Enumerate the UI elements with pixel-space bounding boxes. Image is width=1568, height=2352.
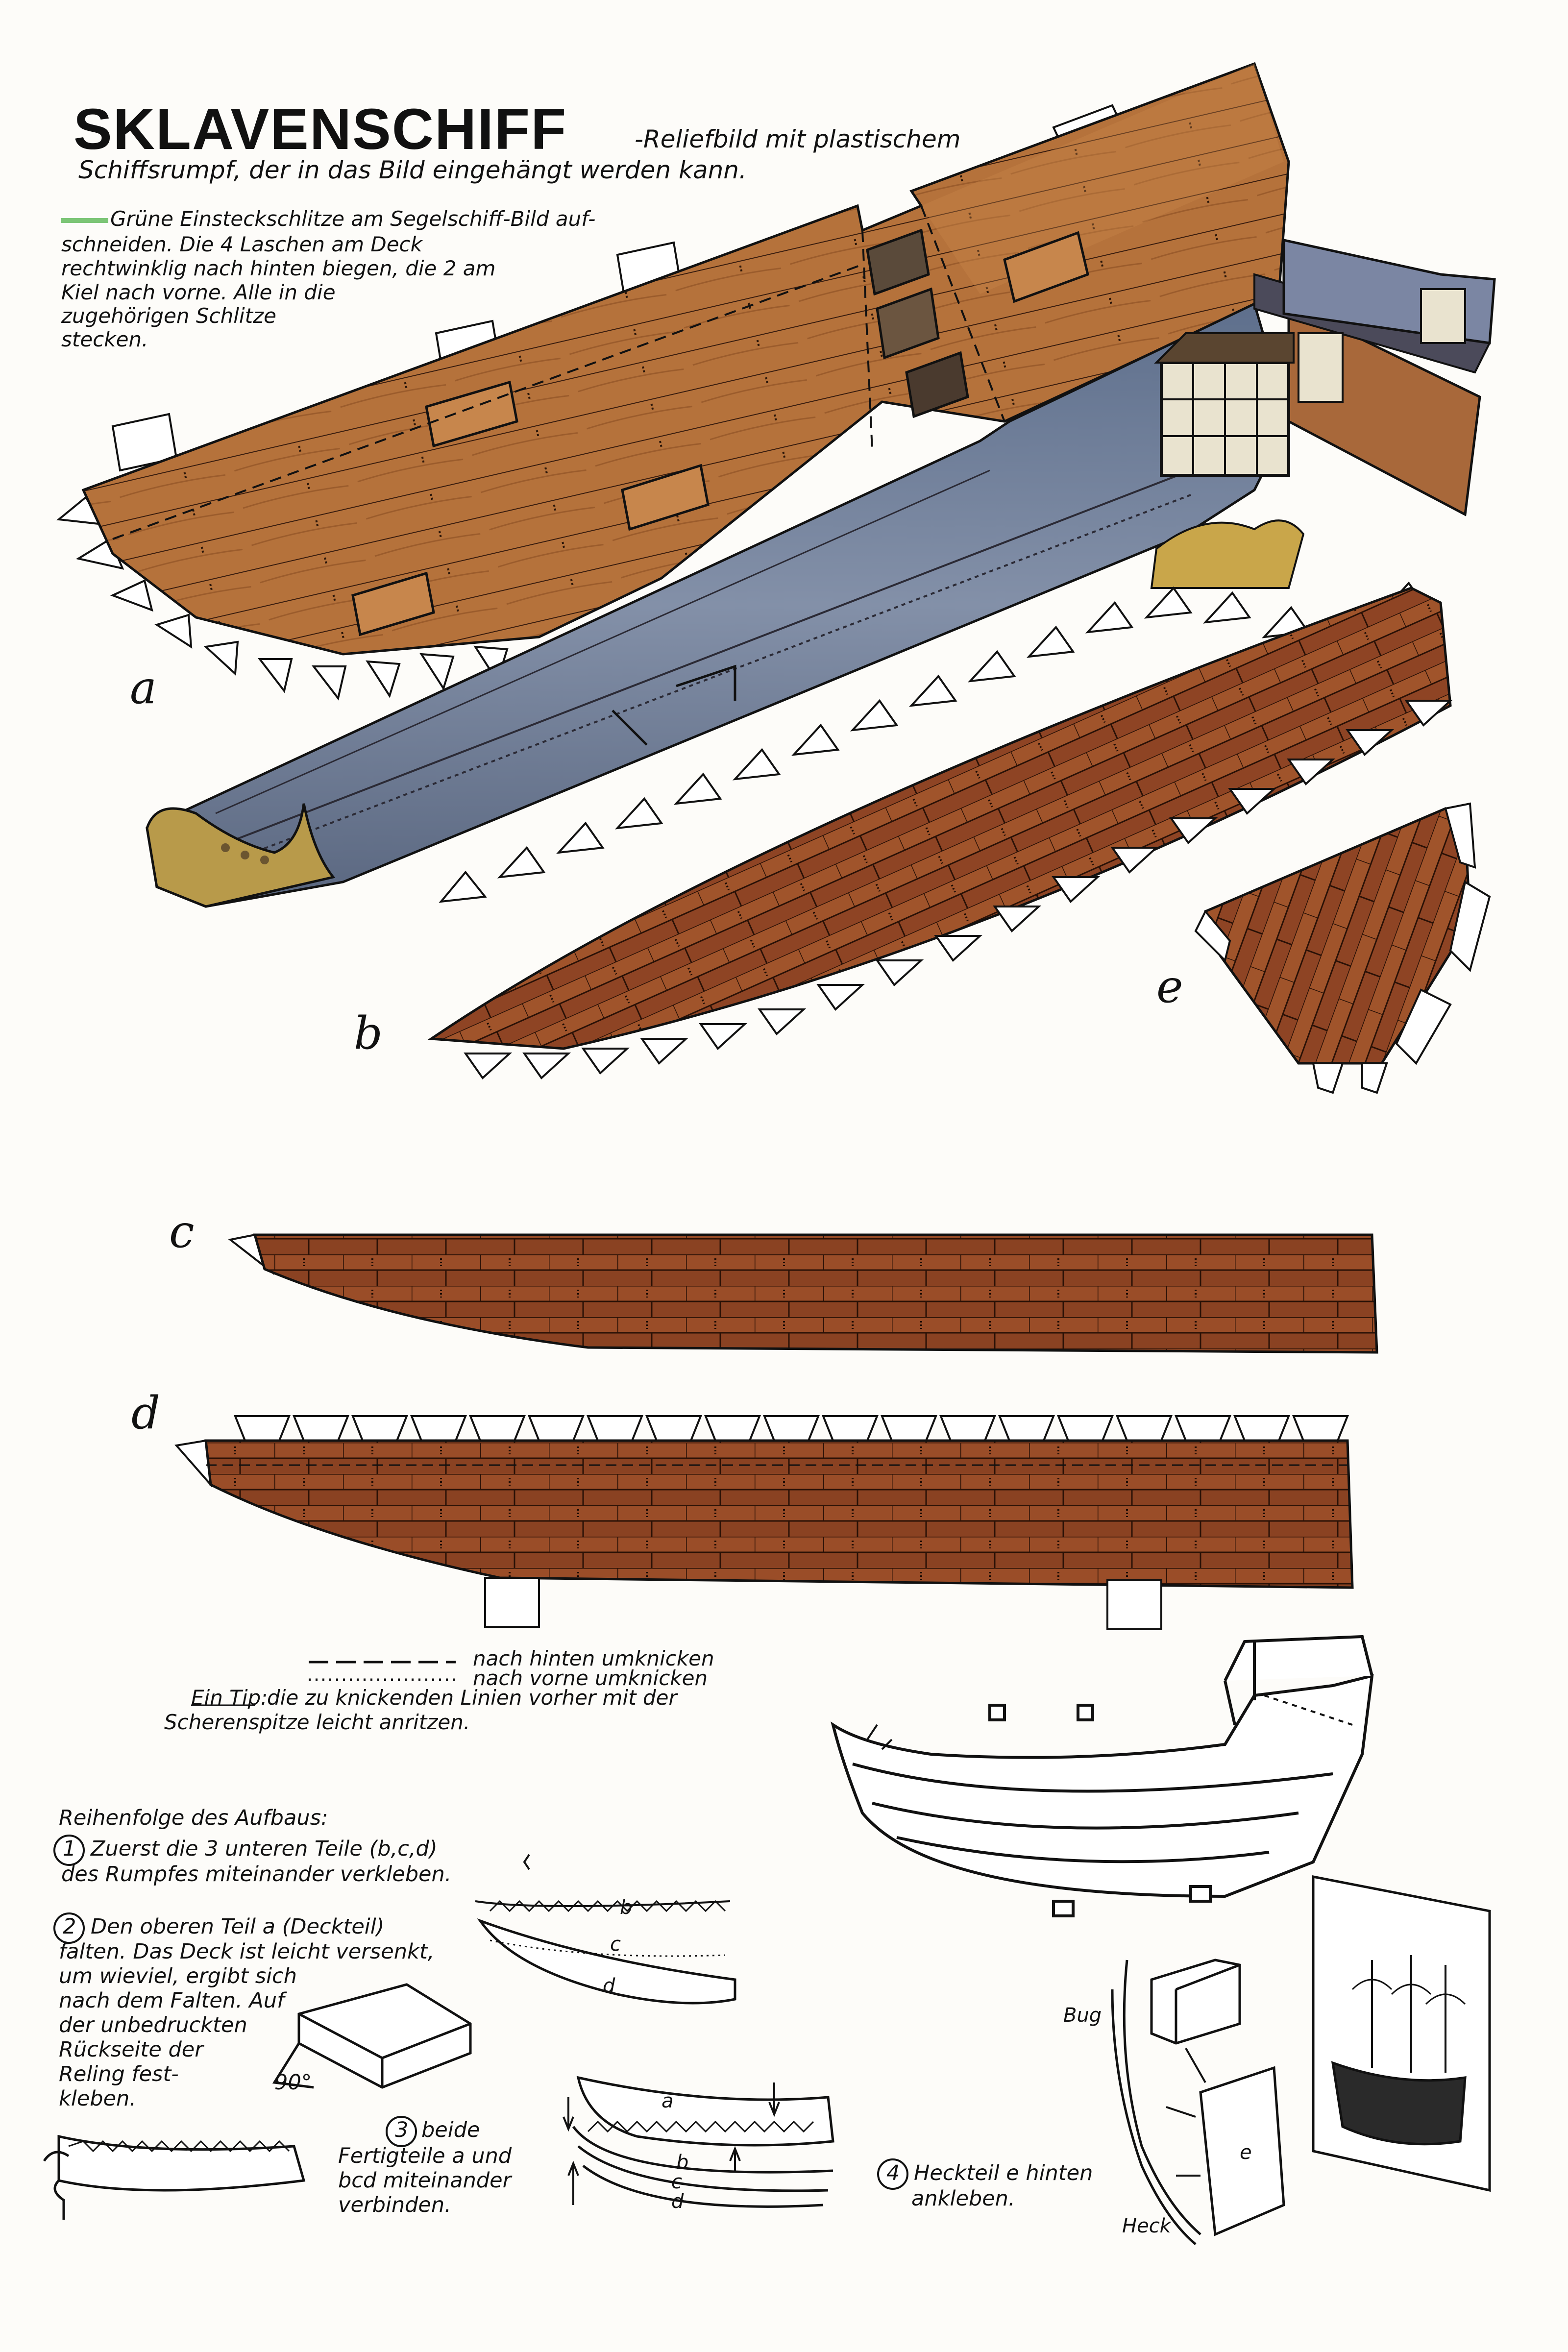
- step-4-line-1: Heckteil e hinten: [914, 2161, 1093, 2185]
- part-label-b: b: [354, 1007, 383, 1059]
- part-b-hull: [427, 581, 1453, 1080]
- diagram-label-bug: Bug: [1063, 2004, 1102, 2027]
- step-2-line-1: Den oberen Teil a (Deckteil): [91, 1914, 385, 1939]
- part-label-a: a: [130, 662, 157, 714]
- tip-line-2: Scherenspitze leicht anritzen.: [164, 1710, 470, 1734]
- step-2-line-8: kleben.: [59, 2086, 136, 2111]
- step-number-circles: [53, 1835, 908, 2190]
- step-3-line-3: bcd miteinander: [338, 2168, 512, 2193]
- part-d-top-tabs: [234, 1415, 1349, 1442]
- step-3-line-1: beide: [421, 2118, 480, 2142]
- step-1-number: 1: [63, 1837, 76, 1861]
- legend-dotted-text: nach vorne umknicken: [473, 1666, 708, 1690]
- step-4-line-2: ankleben.: [911, 2186, 1015, 2211]
- angle-label: 90°: [274, 2070, 312, 2095]
- diagram-label-c2: c: [671, 2171, 682, 2193]
- step-2-line-3: um wieviel, ergibt sich: [59, 1964, 297, 1988]
- assembly-heading: Reihenfolge des Aufbaus:: [59, 1806, 328, 1830]
- step-4-number: 4: [886, 2161, 900, 2185]
- instructions-line-6: stecken.: [61, 327, 148, 351]
- step-3-number: 3: [395, 2118, 409, 2142]
- step-2-line-5: der unbedruckten: [59, 2013, 247, 2037]
- step-3-line-2: Fertigteile a und: [338, 2144, 512, 2168]
- instructions-line-3: rechtwinklig nach hinten biegen, die 2 a…: [61, 256, 496, 280]
- part-a-stern-gallery: [1150, 238, 1496, 589]
- diagram-label-heck: Heck: [1122, 2215, 1171, 2237]
- bow-ornament: [146, 803, 336, 908]
- part-label-e: e: [1156, 960, 1183, 1013]
- part-a-side-rail: [146, 302, 1290, 908]
- step-1-line-2: des Rumpfes miteinander verkleben.: [61, 1862, 452, 1886]
- part-a-hatches: [351, 228, 1089, 637]
- part-e-stern-panel: [1194, 802, 1491, 1094]
- part-a-deck: [56, 62, 1290, 701]
- step-2-line-4: nach dem Falten. Auf: [59, 1988, 285, 2013]
- part-a-glue-tabs: [56, 496, 585, 701]
- part-label-c: c: [169, 1205, 195, 1258]
- step-2-number: 2: [63, 1914, 76, 1939]
- instructions-line-4: Kiel nach vorne. Alle in die: [61, 280, 336, 304]
- tip-line-1: die zu knickenden Linien vorher mit der: [267, 1686, 677, 1710]
- diagram-assembled-hull: [831, 1635, 1374, 1917]
- diagram-label-c: c: [610, 1933, 621, 1956]
- subtitle-line-2: Schiffsrumpf, der in das Bild eingehängt…: [78, 156, 747, 184]
- diagram-step4-stern: [1111, 1875, 1491, 2245]
- part-d-hull: [174, 1415, 1354, 1630]
- step-3-line-4: verbinden.: [338, 2193, 451, 2217]
- instructions-line-1: Grüne Einsteckschlitze am Segelschiff-Bi…: [61, 207, 595, 231]
- step-2-line-2: falten. Das Deck ist leicht versenkt,: [59, 1939, 435, 1964]
- part-label-d: d: [131, 1387, 160, 1439]
- diagram-step2-box: [43, 1983, 472, 2220]
- instructions-line-5: zugehörigen Schlitze: [61, 304, 276, 328]
- diagram-label-e: e: [1240, 2141, 1252, 2164]
- diagram-label-a2: a: [662, 2090, 674, 2112]
- page-title: SKLAVENSCHIFF: [74, 97, 567, 162]
- instructions-line-2: schneiden. Die 4 Laschen am Deck: [61, 232, 422, 256]
- green-slot-marker: [61, 218, 108, 223]
- subtitle-line-1: -Reliefbild mit plastischem: [635, 125, 961, 153]
- part-b-bottom-tabs: [464, 700, 1453, 1080]
- step-2-line-7: Reling fest-: [59, 2062, 179, 2086]
- part-c-hull: [228, 1233, 1378, 1354]
- diagram-label-b2: b: [676, 2151, 689, 2174]
- diagram-label-b: b: [620, 1896, 633, 1919]
- instructions-text-1: Grüne Einsteckschlitze am Segelschiff-Bi…: [110, 207, 596, 231]
- step-2-line-6: Rückseite der: [59, 2037, 203, 2062]
- step-1-line-1: Zuerst die 3 unteren Teile (b,c,d): [91, 1837, 438, 1861]
- diagram-step3-join: [563, 2076, 834, 2208]
- diagram-step1-parts: [475, 1854, 736, 2005]
- diagram-label-d: d: [603, 1975, 615, 1997]
- legend-line-samples: [191, 1661, 456, 1706]
- diagram-label-d2: d: [671, 2190, 684, 2213]
- tip-label: Ein Tip:: [191, 1686, 268, 1710]
- legend-dashed-text: nach hinten umknicken: [473, 1646, 714, 1670]
